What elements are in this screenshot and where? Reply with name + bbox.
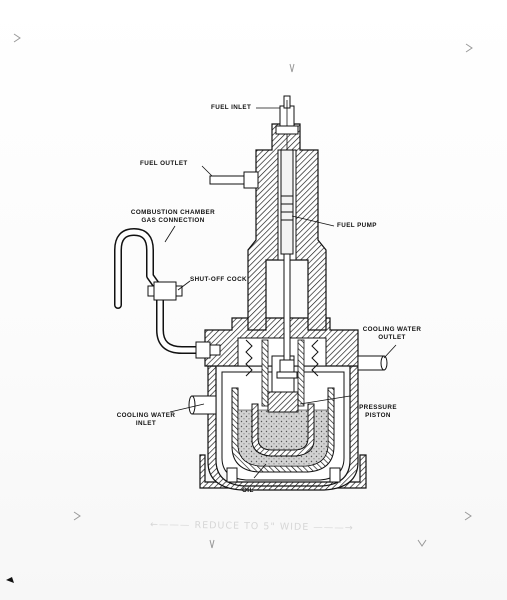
label-pressure-piston: PRESSURE PISTON [348,404,408,420]
label-pressure-line-1: PRESSURE [359,404,397,411]
handwritten-note-text: REDUCE TO 5" WIDE [194,519,310,534]
cooling-water-pipes [188,355,388,415]
fuel-pump-plunger [280,149,294,255]
registration-marks [13,33,473,549]
label-fuel-outlet: FUEL OUTLET [140,160,188,167]
base-housing [199,317,367,491]
pump-body [209,95,327,379]
label-cooling-water-inlet: COOLING WATER INLET [106,412,186,428]
label-combustion-chamber: COMBUSTION CHAMBER GAS CONNECTION [118,209,228,225]
label-cooling-water-outlet: COOLING WATER OUTLET [352,326,432,342]
cooling-water-inlet-pipe [191,395,217,415]
label-fuel-inlet: FUEL INLET [211,104,252,111]
label-shutoff-cock: SHUT-OFF COCK [190,276,247,283]
label-cooling-outlet-line-1: COOLING WATER [362,326,422,333]
label-combustion-line-1: COMBUSTION CHAMBER [130,209,216,216]
label-cooling-inlet-line-1: COOLING WATER [116,412,176,419]
label-oil: OIL [242,487,254,494]
label-combustion-line-2: GAS CONNECTION [141,217,205,224]
arrow-left-icon: ←——— [149,519,191,531]
arrow-right-icon: ———→ [313,522,354,534]
label-pressure-line-2: PISTON [365,412,391,419]
combustion-gas-pipe [114,228,221,359]
label-cooling-inlet-line-2: INLET [135,420,157,427]
cooling-water-outlet-pipe [357,355,385,371]
pressure-piston [267,391,299,413]
label-cooling-outlet-line-2: OUTLET [378,334,406,341]
corner-pin-icon [6,577,14,583]
shutoff-cock [153,281,177,301]
leader-lines [164,107,397,479]
label-fuel-pump: FUEL PUMP [337,222,377,229]
